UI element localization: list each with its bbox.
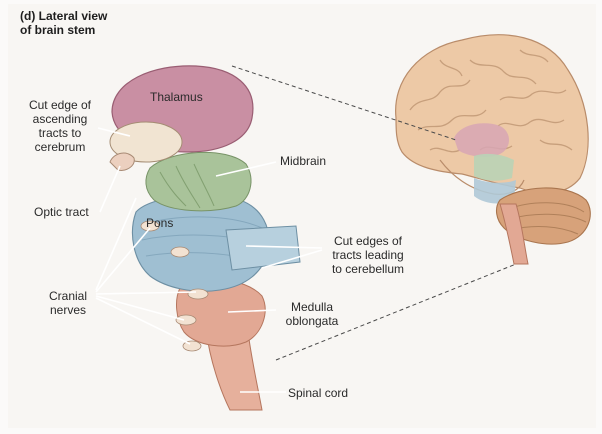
- label-cut-edges-line-3: to cerebellum: [322, 262, 414, 276]
- brain-stem-drawing: [110, 66, 300, 410]
- inner-midbrain-shape: [474, 154, 514, 181]
- label-cranial-line-1: Cranial: [40, 289, 96, 303]
- title-line-1: (d) Lateral view: [20, 9, 107, 23]
- whole-brain-drawing: [396, 35, 591, 264]
- label-optic-tract: Optic tract: [34, 205, 89, 219]
- leader-optic-tract: [100, 166, 120, 212]
- label-cranial-line-2: nerves: [40, 303, 96, 317]
- label-cut-edges-line-2: tracts leading: [322, 248, 414, 262]
- label-spinal-cord: Spinal cord: [288, 386, 348, 400]
- label-cut-edge-line-1: Cut edge of: [20, 98, 100, 112]
- cerebellar-tracts-block: [226, 226, 300, 270]
- optic-tract-shape: [110, 153, 134, 170]
- label-cut-edge-line-2: ascending: [20, 112, 100, 126]
- label-cut-edge-line-4: cerebrum: [20, 140, 100, 154]
- leader-cranial-4: [96, 296, 184, 320]
- label-thalamus: Thalamus: [150, 90, 203, 104]
- title-line-2: of brain stem: [20, 23, 107, 37]
- label-medulla-line-1: Medulla: [276, 300, 348, 314]
- leader-cranial-1: [96, 198, 136, 290]
- label-cut-edge-ascending: Cut edge of ascending tracts to cerebrum: [20, 98, 100, 154]
- midbrain-shape: [146, 152, 251, 210]
- label-cut-edge-line-3: tracts to: [20, 126, 100, 140]
- label-midbrain: Midbrain: [280, 154, 326, 168]
- label-medulla-line-2: oblongata: [276, 314, 348, 328]
- label-medulla: Medulla oblongata: [276, 300, 348, 328]
- label-pons: Pons: [146, 216, 173, 230]
- label-cut-edges-cerebellum: Cut edges of tracts leading to cerebellu…: [322, 234, 414, 276]
- figure-title: (d) Lateral view of brain stem: [20, 9, 107, 37]
- label-cranial-nerves: Cranial nerves: [40, 289, 96, 317]
- label-cut-edges-line-1: Cut edges of: [322, 234, 414, 248]
